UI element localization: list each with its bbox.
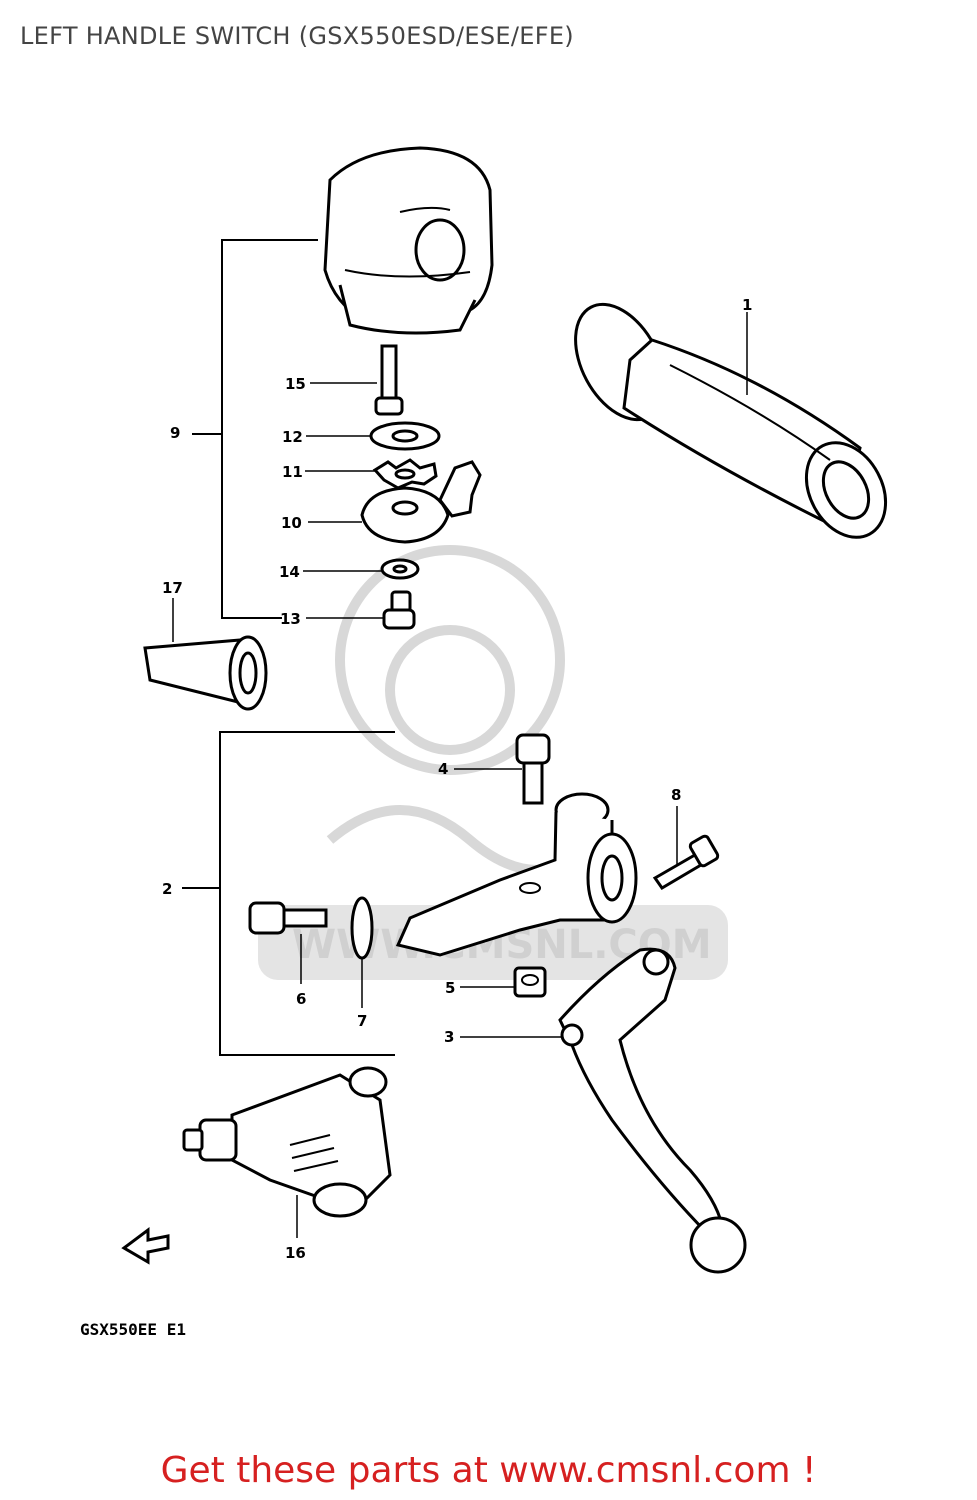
nut-5	[513, 966, 547, 998]
switch-housing	[323, 146, 494, 335]
bolt-6	[248, 901, 328, 935]
leader-lines	[172, 312, 748, 1238]
screw-15	[374, 344, 404, 416]
callouts: 1 2 3 4 5 6 7 8 9 10 11 12 13 14 15 16 1…	[162, 296, 752, 1262]
callout-5: 5	[445, 979, 455, 997]
bracket-9	[192, 239, 318, 619]
handlebar-grip-1	[574, 302, 888, 539]
callout-6: 6	[296, 990, 306, 1008]
bar-end-17	[143, 635, 268, 711]
callout-14: 14	[279, 563, 300, 581]
callout-16: 16	[285, 1244, 306, 1262]
callout-8: 8	[671, 786, 681, 804]
star-washer-11	[372, 458, 438, 490]
callout-17: 17	[162, 579, 183, 597]
callout-13: 13	[280, 610, 301, 628]
switch-base-10	[360, 460, 482, 544]
clutch-switch-16	[182, 1066, 392, 1218]
washer-7	[350, 896, 374, 960]
callout-2: 2	[162, 880, 172, 898]
callout-15: 15	[285, 375, 306, 393]
page-title: LEFT HANDLE SWITCH (GSX550ESD/ESE/EFE)	[20, 22, 574, 50]
callout-4: 4	[438, 760, 448, 778]
washer-14	[380, 558, 420, 580]
screw-8	[652, 834, 720, 890]
front-arrow-icon	[121, 1227, 170, 1265]
diagram-code: GSX550EE E1	[80, 1320, 186, 1339]
washer-12	[369, 421, 441, 451]
callout-10: 10	[281, 514, 302, 532]
callout-11: 11	[282, 463, 303, 481]
clutch-lever-3	[558, 947, 747, 1274]
callout-9: 9	[170, 424, 180, 442]
lever-bracket-2	[395, 792, 638, 957]
callout-12: 12	[282, 428, 303, 446]
bolt-4	[515, 733, 551, 805]
footer-link-text: Get these parts at www.cmsnl.com !	[160, 1450, 817, 1491]
callout-1: 1	[742, 296, 752, 314]
callout-3: 3	[444, 1028, 454, 1046]
bracket-2	[182, 731, 395, 1056]
callout-7: 7	[357, 1012, 367, 1030]
screw-13	[382, 590, 416, 630]
